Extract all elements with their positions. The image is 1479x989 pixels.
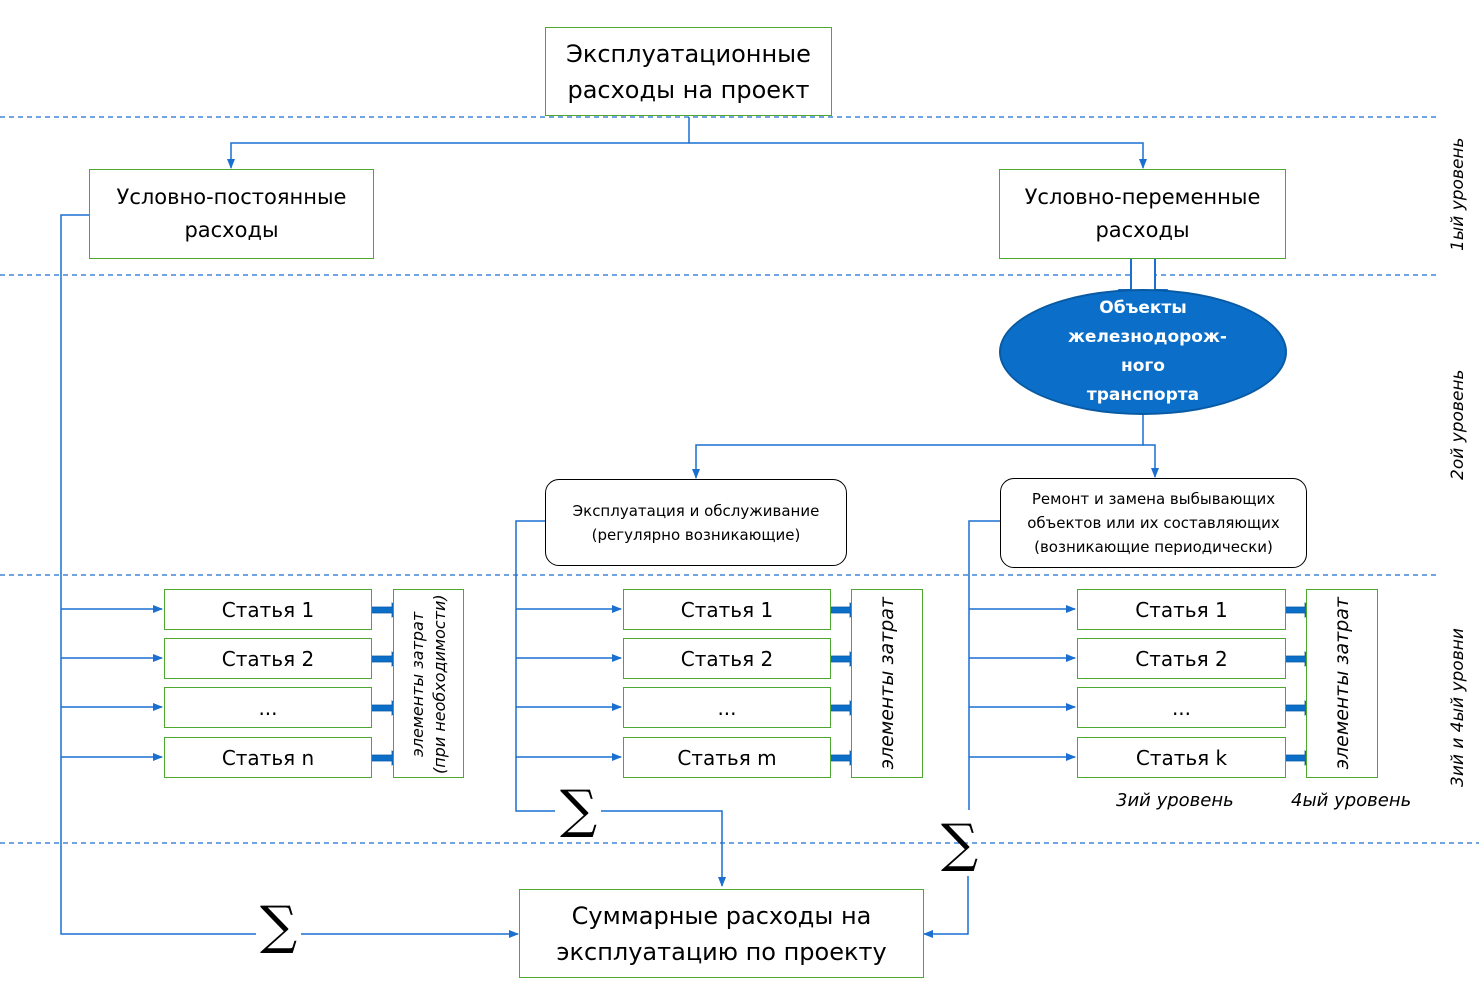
connector-operation-trunk: [515, 520, 555, 812]
cost-item-box: Статья 2: [623, 638, 831, 679]
repair-replacement-label: Ремонт и замена выбывающих объектов или …: [1027, 490, 1280, 556]
cost-item-box: ...: [623, 687, 831, 728]
cost-item-label: Статья 1: [680, 597, 774, 622]
cost-elements-label: элементы затрат: [876, 597, 898, 770]
cost-item-label: ...: [1171, 695, 1192, 720]
cost-elements-box: элементы затрат: [851, 589, 923, 778]
cost-elements-label: элементы затрат (при необходимости): [407, 593, 449, 774]
total-costs-label: Суммарные расходы на эксплуатацию по про…: [556, 901, 887, 966]
cost-item-box: ...: [1077, 687, 1286, 728]
variable-costs-box: Условно-переменные расходы: [999, 169, 1286, 259]
connector-objects-left: [692, 415, 1144, 479]
cost-item-label: Статья 2: [221, 646, 315, 671]
cost-item-box: Статья m: [623, 737, 831, 778]
connector-top-split: [227, 117, 690, 169]
cost-item-label: Статья 1: [1135, 597, 1228, 622]
level-label-34: 3ий и 4ый уровни: [1448, 628, 1468, 787]
cost-item-label: Статья k: [1135, 745, 1228, 770]
sum-icon-repair: ∑: [941, 814, 979, 874]
connector-objects-right: [1143, 444, 1159, 478]
connector-repair-trunk: [968, 520, 1000, 810]
connector-top-right: [689, 142, 1147, 169]
cost-item-label: ...: [258, 695, 278, 720]
cost-item-box: Статья 2: [1077, 638, 1286, 679]
total-costs-box: Суммарные расходы на эксплуатацию по про…: [519, 889, 924, 978]
level-label-3: 3ий уровень: [1116, 790, 1234, 811]
level-dividers: [0, 116, 1479, 844]
cost-item-label: Статья 2: [1135, 646, 1228, 671]
cost-item-label: Статья 2: [680, 646, 774, 671]
cost-item-box: Статья 1: [164, 589, 372, 630]
cost-elements-label: элементы затрат: [1331, 597, 1353, 770]
level-label-4: 4ый уровень: [1291, 790, 1412, 811]
operating-costs-box: Эксплуатационные расходы на проект: [545, 27, 832, 116]
cost-item-label: Статья 1: [221, 597, 315, 622]
sum-icon-fixed: ∑: [256, 900, 302, 952]
fixed-costs-label: Условно-постоянные расходы: [116, 185, 347, 242]
cost-item-box: Статья 1: [1077, 589, 1286, 630]
railway-objects-label: Объекты железнодорож-ного транспорта: [1068, 298, 1227, 405]
cost-item-label: Статья m: [677, 745, 777, 770]
cost-item-box: Статья n: [164, 737, 372, 778]
operating-costs-label: Эксплуатационные расходы на проект: [566, 39, 811, 104]
operation-maintenance-label: Эксплуатация и обслуживание (регулярно в…: [572, 501, 820, 544]
operation-maintenance-box: Эксплуатация и обслуживание (регулярно в…: [545, 479, 847, 566]
repair-replacement-box: Ремонт и замена выбывающих объектов или …: [1000, 478, 1307, 568]
level-label-1: 1ый уровень: [1448, 137, 1468, 251]
level-label-2: 2ой уровень: [1448, 369, 1468, 481]
cost-item-box: Статья k: [1077, 737, 1286, 778]
cost-elements-box: элементы затрат: [1306, 589, 1378, 778]
cost-item-label: Статья n: [221, 745, 315, 770]
cost-elements-box: элементы затрат (при необходимости): [393, 589, 464, 778]
fixed-costs-box: Условно-постоянные расходы: [89, 169, 374, 259]
sum-icon-operation: ∑: [556, 784, 602, 836]
cost-item-label: ...: [717, 695, 737, 720]
cost-item-box: Статья 2: [164, 638, 372, 679]
cost-item-box: ...: [164, 687, 372, 728]
cost-item-box: Статья 1: [623, 589, 831, 630]
variable-costs-label: Условно-переменные расходы: [1024, 185, 1261, 242]
railway-objects-ellipse: Объекты железнодорож-ного транспорта: [999, 289, 1287, 415]
